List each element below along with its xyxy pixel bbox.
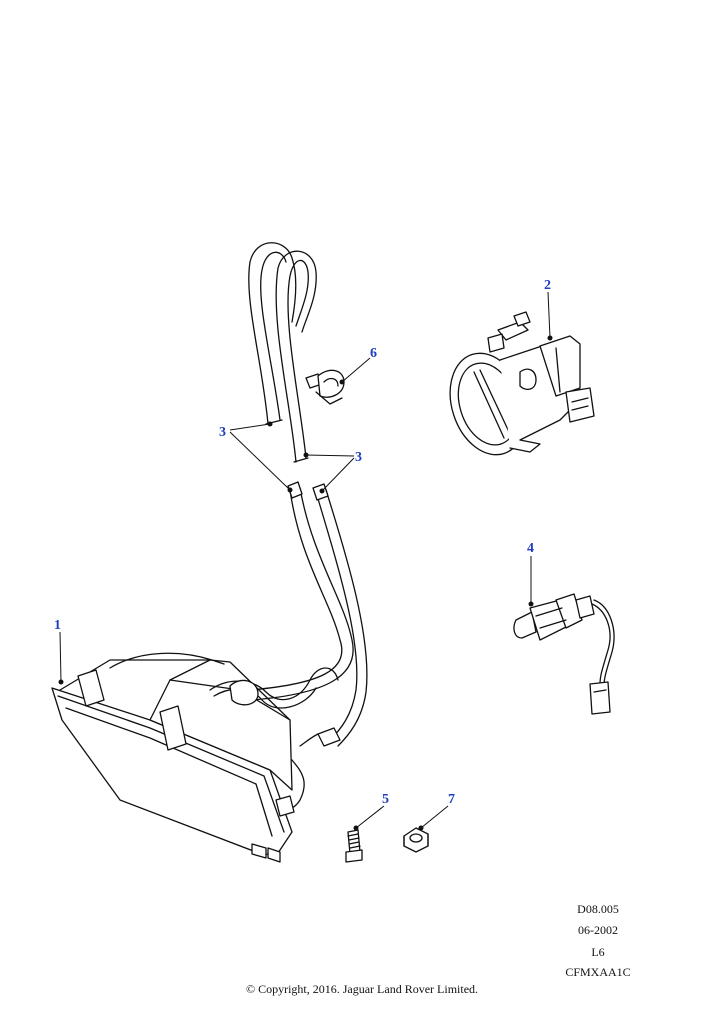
fog-lamp-assembly[interactable] [51,652,339,863]
copyright-notice: © Copyright, 2016. Jaguar Land Rover Lim… [245,982,479,996]
nut[interactable] [403,827,429,853]
lamp-housing[interactable] [438,311,595,465]
diagram-ref: D08.005 [577,902,619,916]
leader-lines [58,291,553,831]
screw[interactable] [345,829,363,863]
callout-2[interactable]: 2 [544,278,551,293]
part-code: CFMXAA1C [565,965,631,979]
callout-1[interactable]: 1 [54,618,61,633]
callout-6[interactable]: 6 [370,346,377,361]
callout-4[interactable]: 4 [527,541,534,556]
callout-3-right[interactable]: 3 [355,450,362,465]
bulb[interactable] [513,593,615,715]
hose-clip[interactable] [305,369,345,405]
callout-3-left[interactable]: 3 [219,425,226,440]
callout-7[interactable]: 7 [448,792,455,807]
callout-5[interactable]: 5 [382,792,389,807]
diagram-date: 06-2002 [578,923,618,937]
model-code: L6 [591,945,605,959]
hose-assembly[interactable] [229,242,368,747]
